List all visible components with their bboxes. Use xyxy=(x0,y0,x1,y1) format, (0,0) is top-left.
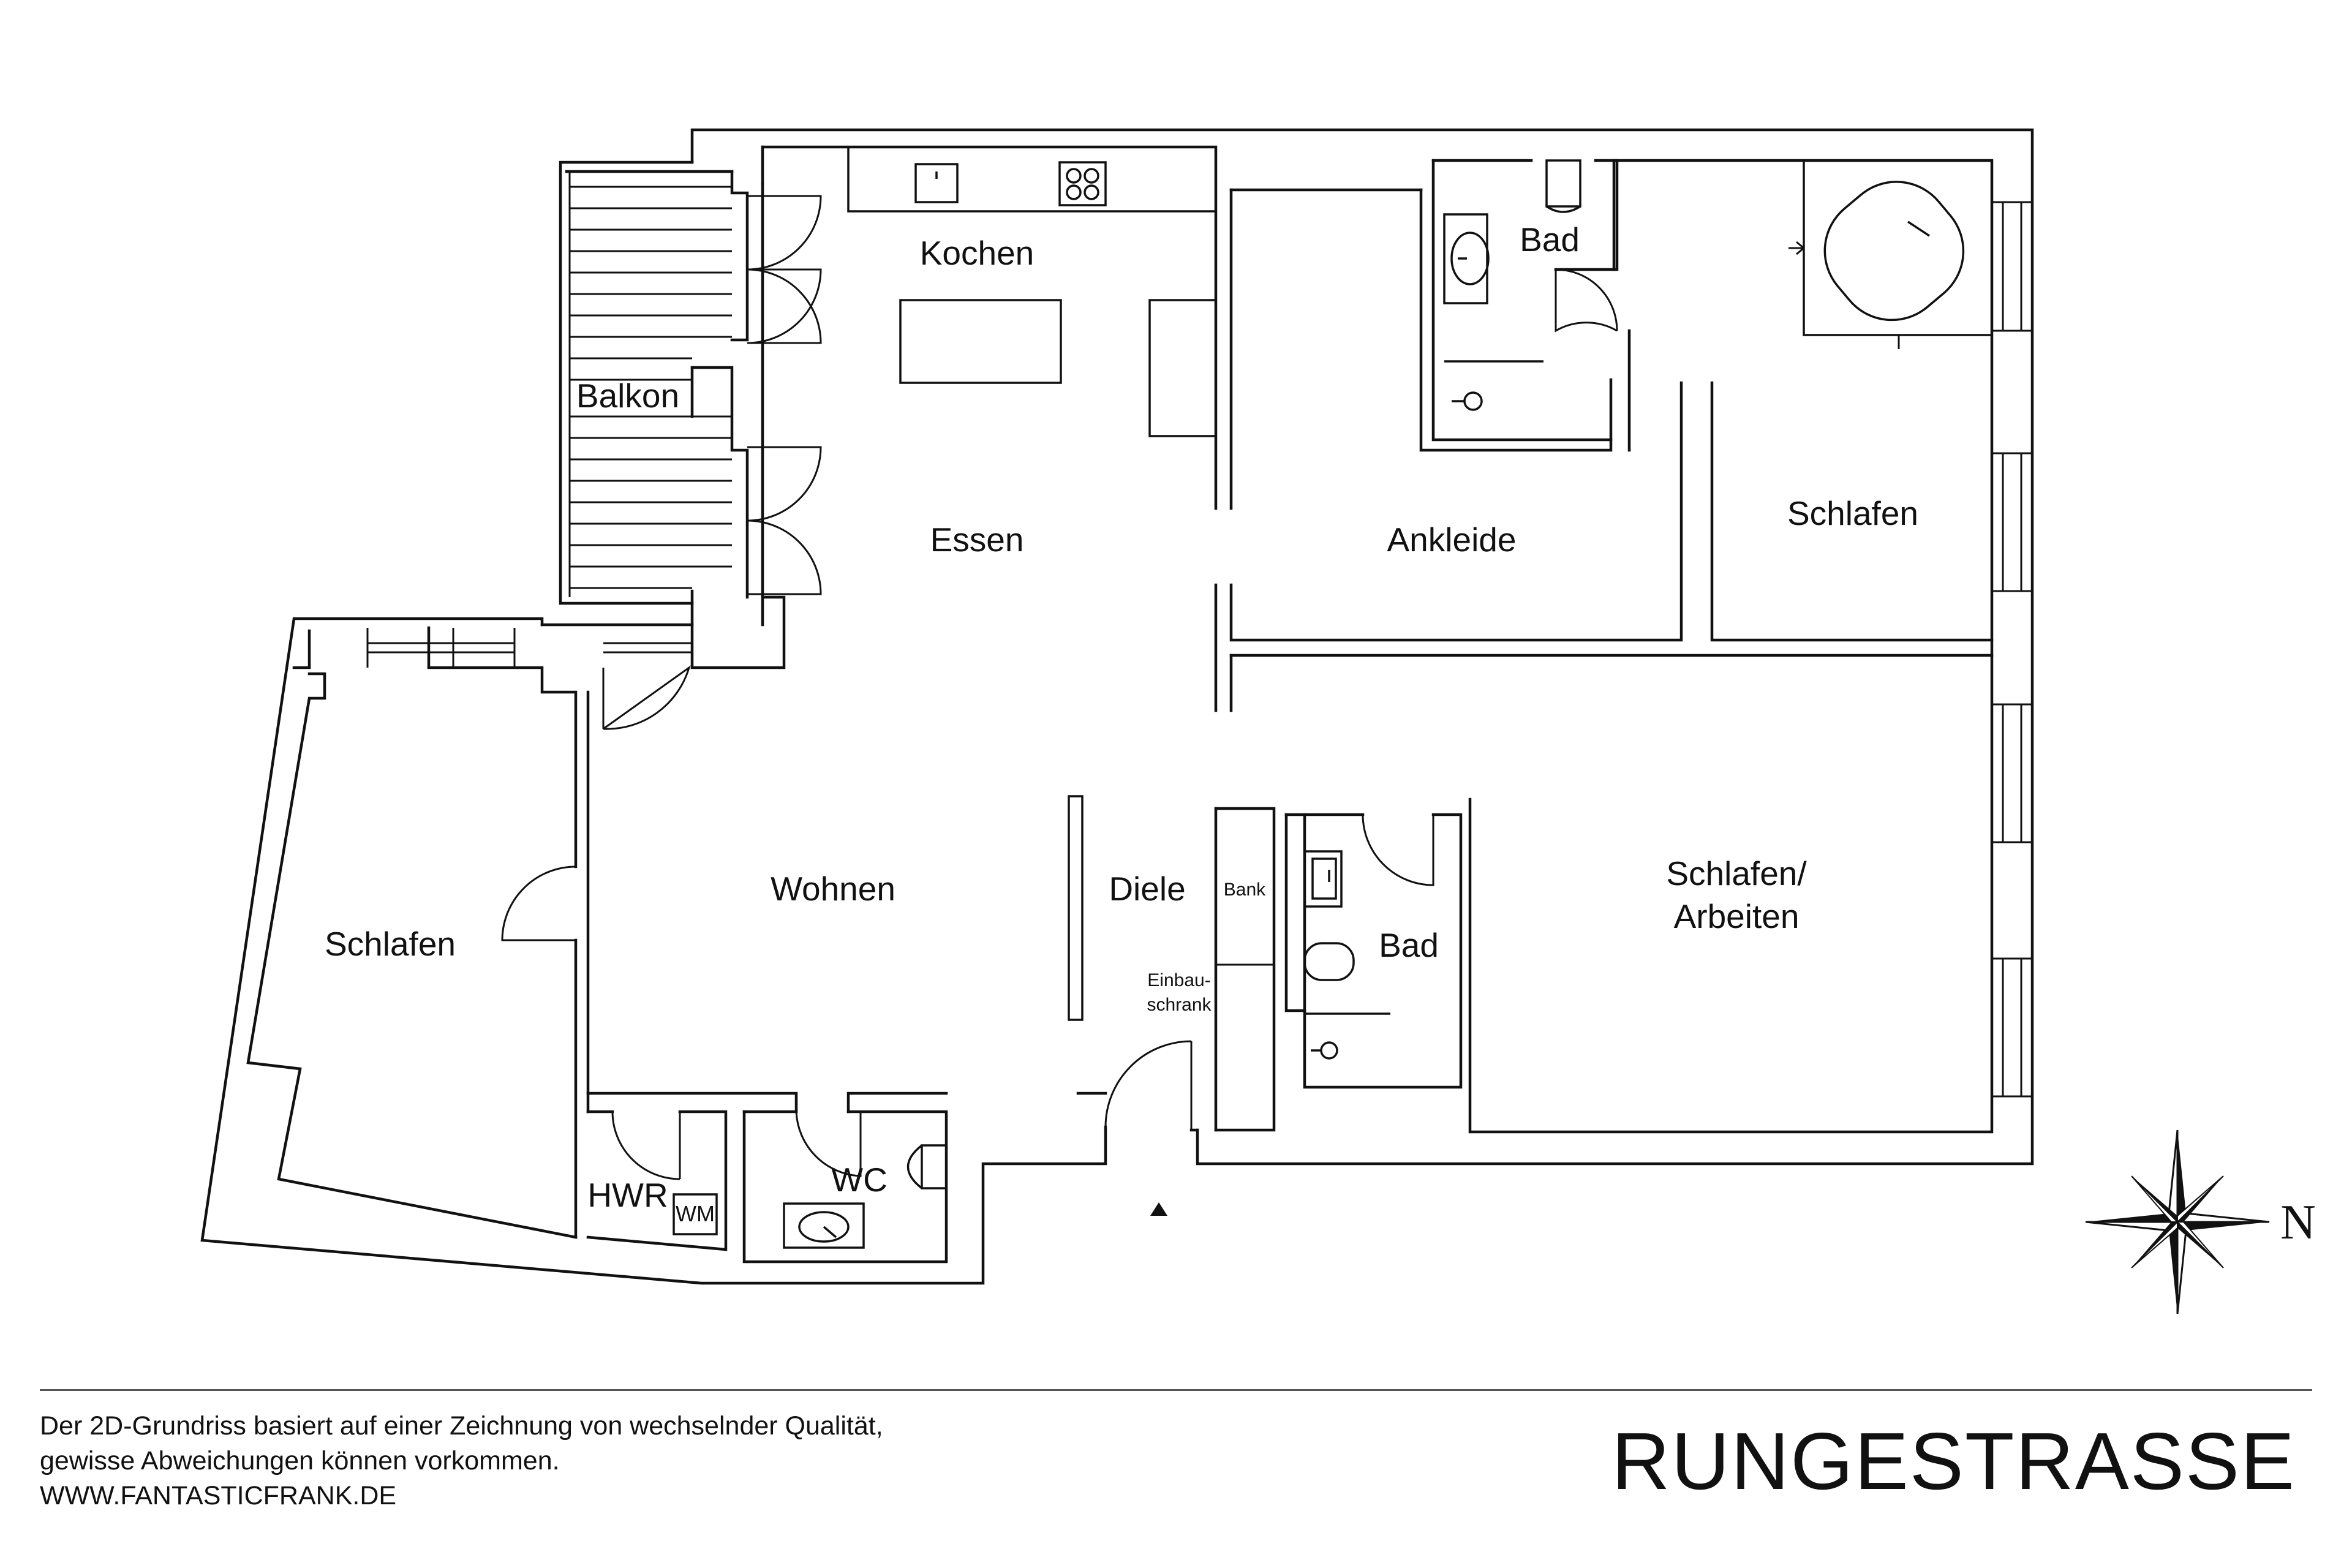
label-schlafen-right: Schlafen xyxy=(1787,494,1918,532)
label-bank: Bank xyxy=(1224,880,1266,900)
compass-north-label: N xyxy=(2280,1196,2316,1250)
label-wm: WM xyxy=(676,1201,715,1226)
label-einbauschrank-2: schrank xyxy=(1147,995,1212,1015)
disclaimer-line-1: Der 2D-Grundriss basiert auf einer Zeich… xyxy=(40,1411,883,1441)
label-essen: Essen xyxy=(930,521,1024,559)
label-wohnen: Wohnen xyxy=(771,870,895,908)
footer-divider xyxy=(40,1389,2312,1391)
label-schlafen-arbeiten-1: Schlafen/ xyxy=(1666,854,1807,892)
label-wc: WC xyxy=(831,1161,888,1199)
floor-plan: Kochen Balkon Essen Ankleide Bad Schlafe… xyxy=(200,128,2316,1314)
label-schlafen-arbeiten-2: Arbeiten xyxy=(1674,897,1800,935)
schlafen-left-walls xyxy=(200,617,1107,1285)
label-bad-middle: Bad xyxy=(1379,926,1439,964)
website-link[interactable]: WWW.FANTASTICFRANK.DE xyxy=(40,1481,397,1510)
label-ankleide: Ankleide xyxy=(1387,521,1517,559)
balkon-area xyxy=(559,160,822,627)
hwr-wc xyxy=(586,1110,1167,1264)
outer-walls xyxy=(690,128,2034,1166)
label-diele: Diele xyxy=(1109,870,1185,908)
disclaimer-line-2: gewisse Abweichungen können vorkommen. xyxy=(40,1446,560,1476)
label-kochen: Kochen xyxy=(920,234,1035,272)
bad-top-fixtures xyxy=(1443,159,1993,411)
ankleide-walls xyxy=(1214,381,1994,712)
label-bad-top: Bad xyxy=(1520,221,1580,258)
compass-rose-icon: N xyxy=(2085,1129,2316,1314)
label-schlafen-left: Schlafen xyxy=(325,925,456,963)
essen-walls xyxy=(540,595,786,669)
disclaimer: Der 2D-Grundriss basiert auf einer Zeich… xyxy=(40,1409,883,1513)
wohnen-walls xyxy=(586,795,1199,1132)
label-hwr: HWR xyxy=(587,1176,668,1214)
label-einbauschrank-1: Einbau- xyxy=(1147,970,1210,990)
street-title: RUNGESTRASSE xyxy=(1611,1416,2296,1506)
kitchen-fixtures xyxy=(847,146,1217,437)
label-balkon: Balkon xyxy=(576,377,679,415)
room-labels: Kochen Balkon Essen Ankleide Bad Schlafe… xyxy=(325,221,1918,1226)
bank-bad-middle xyxy=(1214,807,1463,1132)
